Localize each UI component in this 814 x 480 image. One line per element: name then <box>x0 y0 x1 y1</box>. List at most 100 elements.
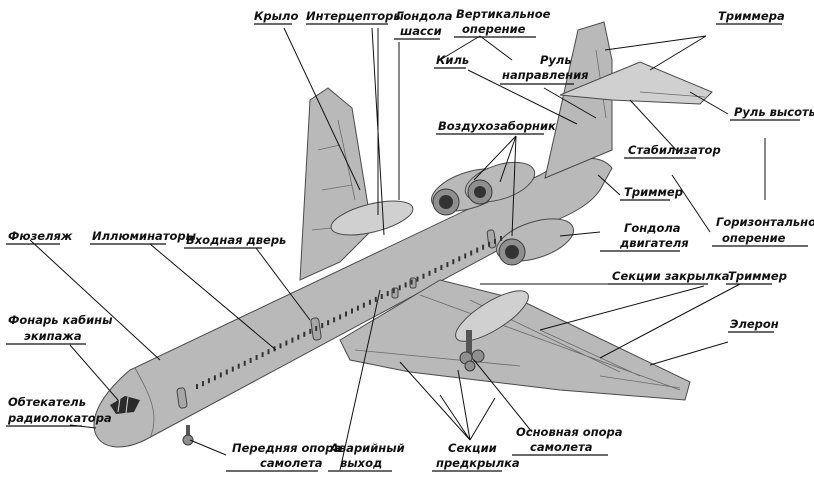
label-rul-napr: Руль <box>540 53 572 67</box>
passenger-window <box>368 299 371 305</box>
passenger-window <box>291 337 294 343</box>
passenger-window <box>446 262 449 268</box>
label-osnovnaya-2: самолета <box>530 440 593 454</box>
leader-lines <box>29 27 766 471</box>
label-rul-vysoty: Руль высоты <box>734 105 814 119</box>
label-fonar: Фонарь кабины <box>8 313 113 327</box>
label-gondola-dvig-2: двигателя <box>619 236 689 250</box>
passenger-window <box>410 279 413 285</box>
horizontal-stabilizer <box>559 61 713 105</box>
passenger-window <box>333 317 336 323</box>
front-door <box>176 387 188 409</box>
passenger-window <box>207 378 210 384</box>
passenger-window <box>213 375 216 381</box>
label-perednyaya-2: самолета <box>260 456 323 470</box>
label-vert-operenie-2: оперение <box>462 22 526 36</box>
passenger-window <box>470 250 473 256</box>
passenger-window <box>196 384 198 389</box>
window-row <box>196 236 502 389</box>
label-gondola-dvig: Гондола <box>624 221 681 235</box>
passenger-window <box>237 363 240 369</box>
label-krylo: Крыло <box>254 9 298 23</box>
passenger-window <box>494 238 496 244</box>
passenger-window <box>327 320 330 326</box>
passenger-window <box>476 247 479 253</box>
label-sekcii-zakrylka: Секции закрылка <box>612 269 730 283</box>
passenger-window <box>392 288 395 294</box>
passenger-window <box>339 314 342 320</box>
label-avariyny: Аварийный <box>329 441 405 455</box>
cockpit-windows <box>110 396 140 414</box>
passenger-window <box>261 352 264 358</box>
passenger-window <box>249 357 252 363</box>
label-vhodnaya-dver: Входная дверь <box>186 233 286 247</box>
label-obtekatel-2: радиолокатора <box>7 411 112 425</box>
passenger-window <box>386 291 389 297</box>
passenger-window <box>452 259 455 265</box>
lower-wing <box>339 279 691 401</box>
label-gondola-shassi: Гондола <box>396 9 453 23</box>
label-kil: Киль <box>436 53 469 67</box>
label-sekcii-predkr: Секции <box>448 441 497 455</box>
nose-landing-gear <box>182 425 194 446</box>
passenger-window <box>404 282 407 288</box>
passenger-window <box>202 381 204 387</box>
passenger-window <box>243 360 246 366</box>
upper-wing <box>299 87 373 281</box>
fuselage <box>93 157 613 448</box>
label-illyuminatory: Иллюминаторы <box>92 229 197 243</box>
label-trimmer-tail: Триммер <box>624 185 683 199</box>
upper-gear-gondola <box>330 200 414 236</box>
passenger-window <box>267 349 270 355</box>
labels: Крыло Интерцепторы Гондола шасси Вертика… <box>6 7 814 472</box>
passenger-window <box>321 323 324 329</box>
passenger-window <box>374 296 377 302</box>
passenger-window <box>500 236 502 241</box>
vertical-tail <box>544 21 613 179</box>
passenger-window <box>458 256 461 262</box>
passenger-window <box>356 305 359 311</box>
label-rul-napr-2: направления <box>502 68 589 82</box>
passenger-window <box>380 294 383 299</box>
label-obtekatel: Обтекатель <box>8 395 86 409</box>
lower-gear-gondola <box>455 290 529 342</box>
passenger-window <box>440 265 443 270</box>
passenger-window <box>362 302 365 308</box>
label-osnovnaya: Основная опора <box>516 425 623 439</box>
passenger-window <box>488 241 491 247</box>
passenger-window <box>297 334 300 340</box>
label-perednyaya: Передняя опора <box>232 441 341 455</box>
passenger-window <box>225 369 228 375</box>
passenger-window <box>416 276 419 282</box>
aircraft-illustration <box>93 21 713 448</box>
passenger-window <box>315 326 318 331</box>
label-avariyny-2: выход <box>340 456 382 470</box>
main-landing-gear <box>459 330 485 372</box>
passenger-window <box>303 331 306 337</box>
passenger-window <box>428 270 431 276</box>
label-fonar-2: экипажа <box>24 329 82 343</box>
passenger-window <box>285 340 288 346</box>
label-sekcii-predkr-2: предкрылка <box>436 456 520 470</box>
passenger-window <box>434 267 437 273</box>
label-gondola-shassi-2: шасси <box>400 24 442 38</box>
passenger-window <box>345 311 347 317</box>
passenger-window <box>309 328 312 334</box>
passenger-window <box>255 355 258 360</box>
label-horiz-operenie: Горизонтальное <box>716 215 814 229</box>
label-trimmer-wing: Триммер <box>728 269 787 283</box>
label-vozduhozabornik: Воздухозаборник <box>438 119 557 133</box>
label-eleron: Элерон <box>730 317 779 331</box>
label-vert-operenie: Вертикальное <box>456 7 551 21</box>
label-stabilizator: Стабилизатор <box>628 143 721 157</box>
passenger-window <box>464 253 467 259</box>
label-horiz-operenie-2: оперение <box>722 231 786 245</box>
label-fuzelyazh: Фюзеляж <box>8 229 73 243</box>
passenger-window <box>398 285 401 291</box>
label-interceptory: Интерцепторы <box>306 9 404 23</box>
passenger-window <box>219 372 222 378</box>
label-trimmera: Триммера <box>718 9 785 23</box>
passenger-window <box>482 244 485 250</box>
passenger-window <box>231 366 234 372</box>
